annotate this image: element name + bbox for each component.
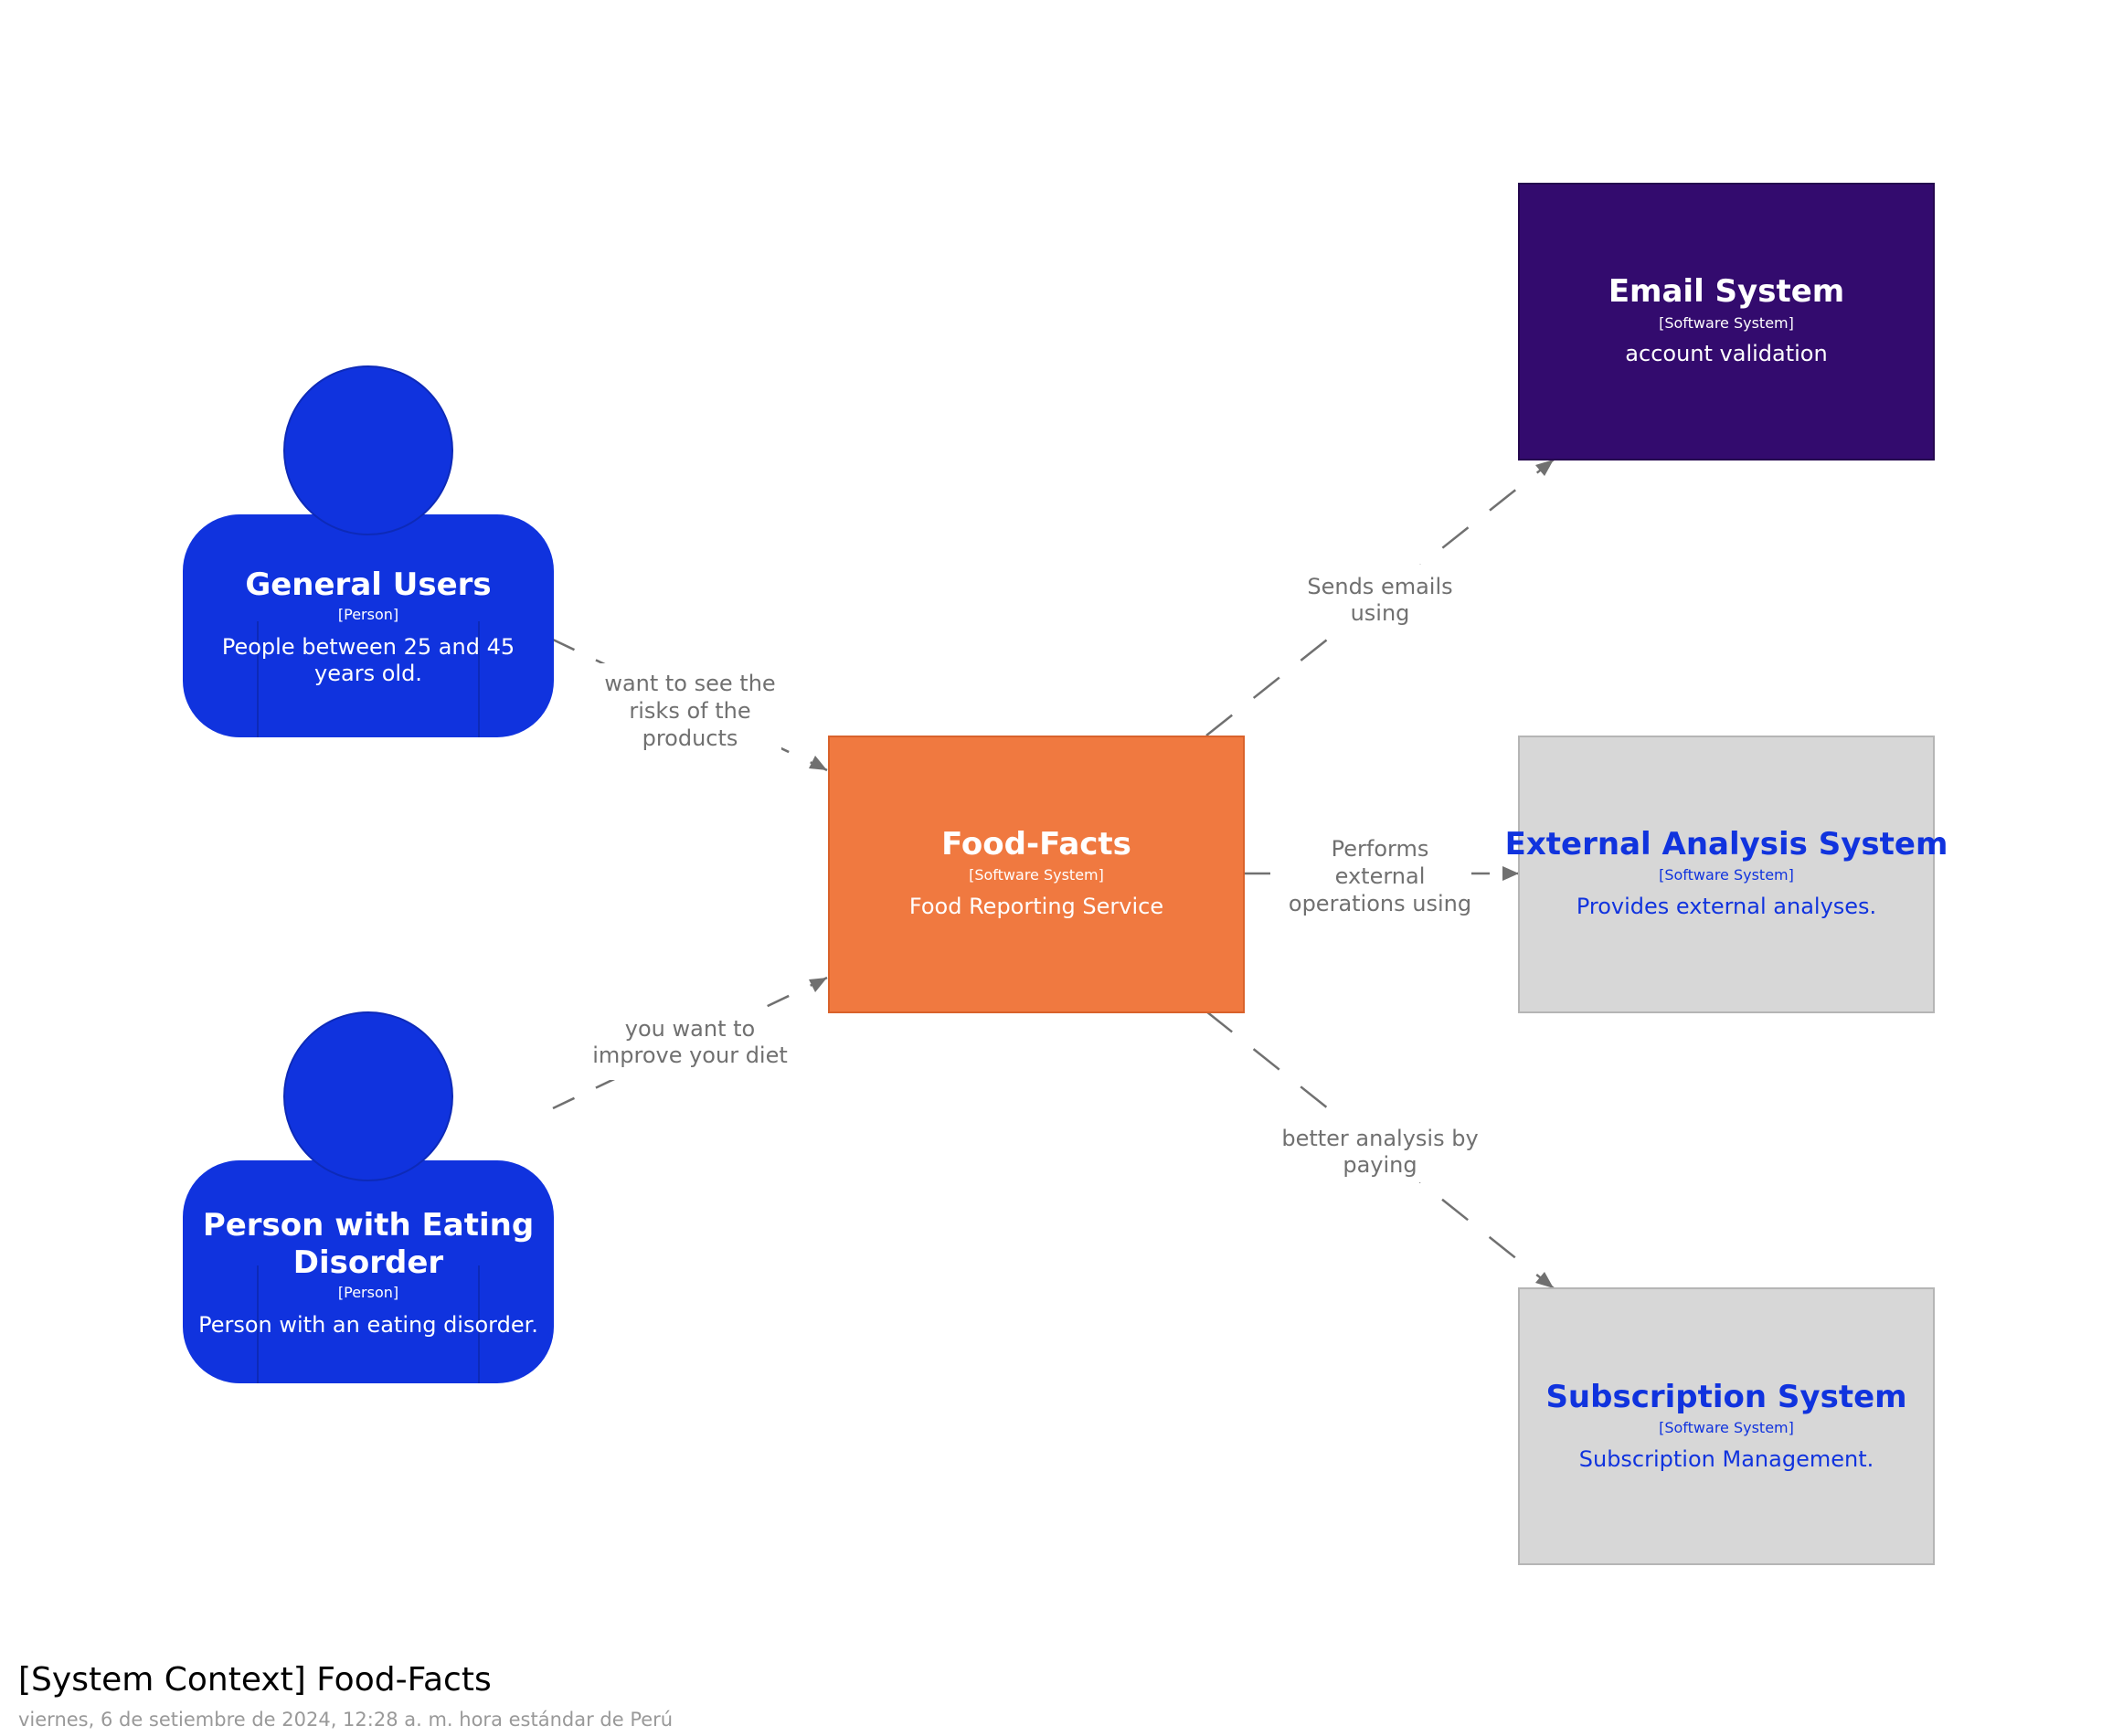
system-type: [Software System] — [1659, 314, 1794, 332]
person-body — [183, 1160, 554, 1383]
system-box — [1518, 1287, 1935, 1565]
person-description: People between 25 and 45 — [222, 634, 515, 660]
edge-label-bg — [1298, 565, 1462, 629]
edge-food-to-subscription: better analysis by paying — [1205, 1011, 1555, 1289]
system-type: [Software System] — [969, 866, 1104, 884]
edge-food-to-external: Performs external operations using — [1243, 828, 1519, 923]
person-name: General Users — [245, 566, 491, 603]
system-food-facts[interactable]: Food-Facts [Software System] Food Report… — [828, 736, 1245, 1013]
system-box — [1518, 183, 1935, 460]
arrowhead-icon — [809, 756, 827, 770]
edge-label-line: better analysis by — [1281, 1126, 1478, 1151]
person-name: Disorder — [293, 1244, 444, 1281]
system-name: Subscription System — [1545, 1379, 1906, 1415]
system-subscription[interactable]: Subscription System [Software System] Su… — [1518, 1287, 1935, 1565]
edge-label-line: using — [1351, 600, 1410, 626]
system-external-analysis[interactable]: External Analysis System [Software Syste… — [1505, 736, 1948, 1013]
system-description: account validation — [1625, 341, 1827, 366]
edge-label-line: improve your diet — [592, 1043, 788, 1068]
edge-eating-to-food: you want to improve your diet — [552, 976, 828, 1110]
edge-label-line: you want to — [625, 1016, 755, 1042]
edge-label-line: products — [642, 725, 738, 751]
system-name: Food-Facts — [941, 826, 1131, 863]
person-description: years old. — [314, 661, 422, 686]
edge-label-line: Performs — [1332, 836, 1429, 862]
person-head-icon — [283, 1011, 453, 1181]
system-name: External Analysis System — [1505, 826, 1948, 863]
person-head-icon — [283, 365, 453, 535]
edge-label-line: external — [1335, 863, 1426, 889]
system-name: Email System — [1608, 273, 1844, 310]
person-type: [Person] — [338, 1284, 398, 1301]
system-description: Food Reporting Service — [909, 894, 1163, 919]
system-description: Provides external analyses. — [1576, 894, 1876, 919]
edge-line — [1205, 1011, 1555, 1289]
system-description: Subscription Management. — [1579, 1446, 1874, 1472]
system-type: [Software System] — [1659, 1419, 1794, 1436]
edge-label-bg — [594, 1014, 786, 1080]
system-email[interactable]: Email System [Software System] account v… — [1518, 183, 1935, 460]
edge-general-to-food: want to see the risks of the products — [552, 638, 828, 772]
person-description: Person with an eating disorder. — [198, 1312, 538, 1338]
person-body — [183, 514, 554, 737]
edge-label-line: risks of the — [629, 698, 750, 724]
edge-label-bg — [1270, 828, 1471, 923]
edge-label-bg — [599, 663, 781, 755]
arrowhead-icon — [1535, 1272, 1554, 1288]
edge-food-to-email: Sends emails using — [1205, 459, 1555, 736]
system-type: [Software System] — [1659, 866, 1794, 884]
edge-label-line: paying — [1343, 1152, 1417, 1178]
person-type: [Person] — [338, 606, 398, 623]
diagram-timestamp: viernes, 6 de setiembre de 2024, 12:28 a… — [18, 1709, 674, 1731]
edge-label-bg — [1279, 1117, 1481, 1182]
arrowhead-icon — [1535, 460, 1554, 476]
person-general-users[interactable]: General Users [Person] People between 25… — [183, 365, 554, 737]
person-name: Person with Eating — [203, 1207, 534, 1244]
person-eating-disorder[interactable]: Person with Eating Disorder [Person] Per… — [183, 1011, 554, 1383]
system-box — [828, 736, 1245, 1013]
arrowhead-icon — [809, 978, 827, 992]
system-box — [1518, 736, 1935, 1013]
arrowhead-icon — [1502, 866, 1519, 881]
edge-line — [1205, 459, 1555, 736]
edge-label-line: Sends emails — [1307, 574, 1452, 599]
edge-label-line: operations using — [1289, 891, 1471, 916]
edge-label-line: want to see the — [604, 671, 775, 696]
diagram-title: [System Context] Food-Facts — [18, 1661, 492, 1699]
